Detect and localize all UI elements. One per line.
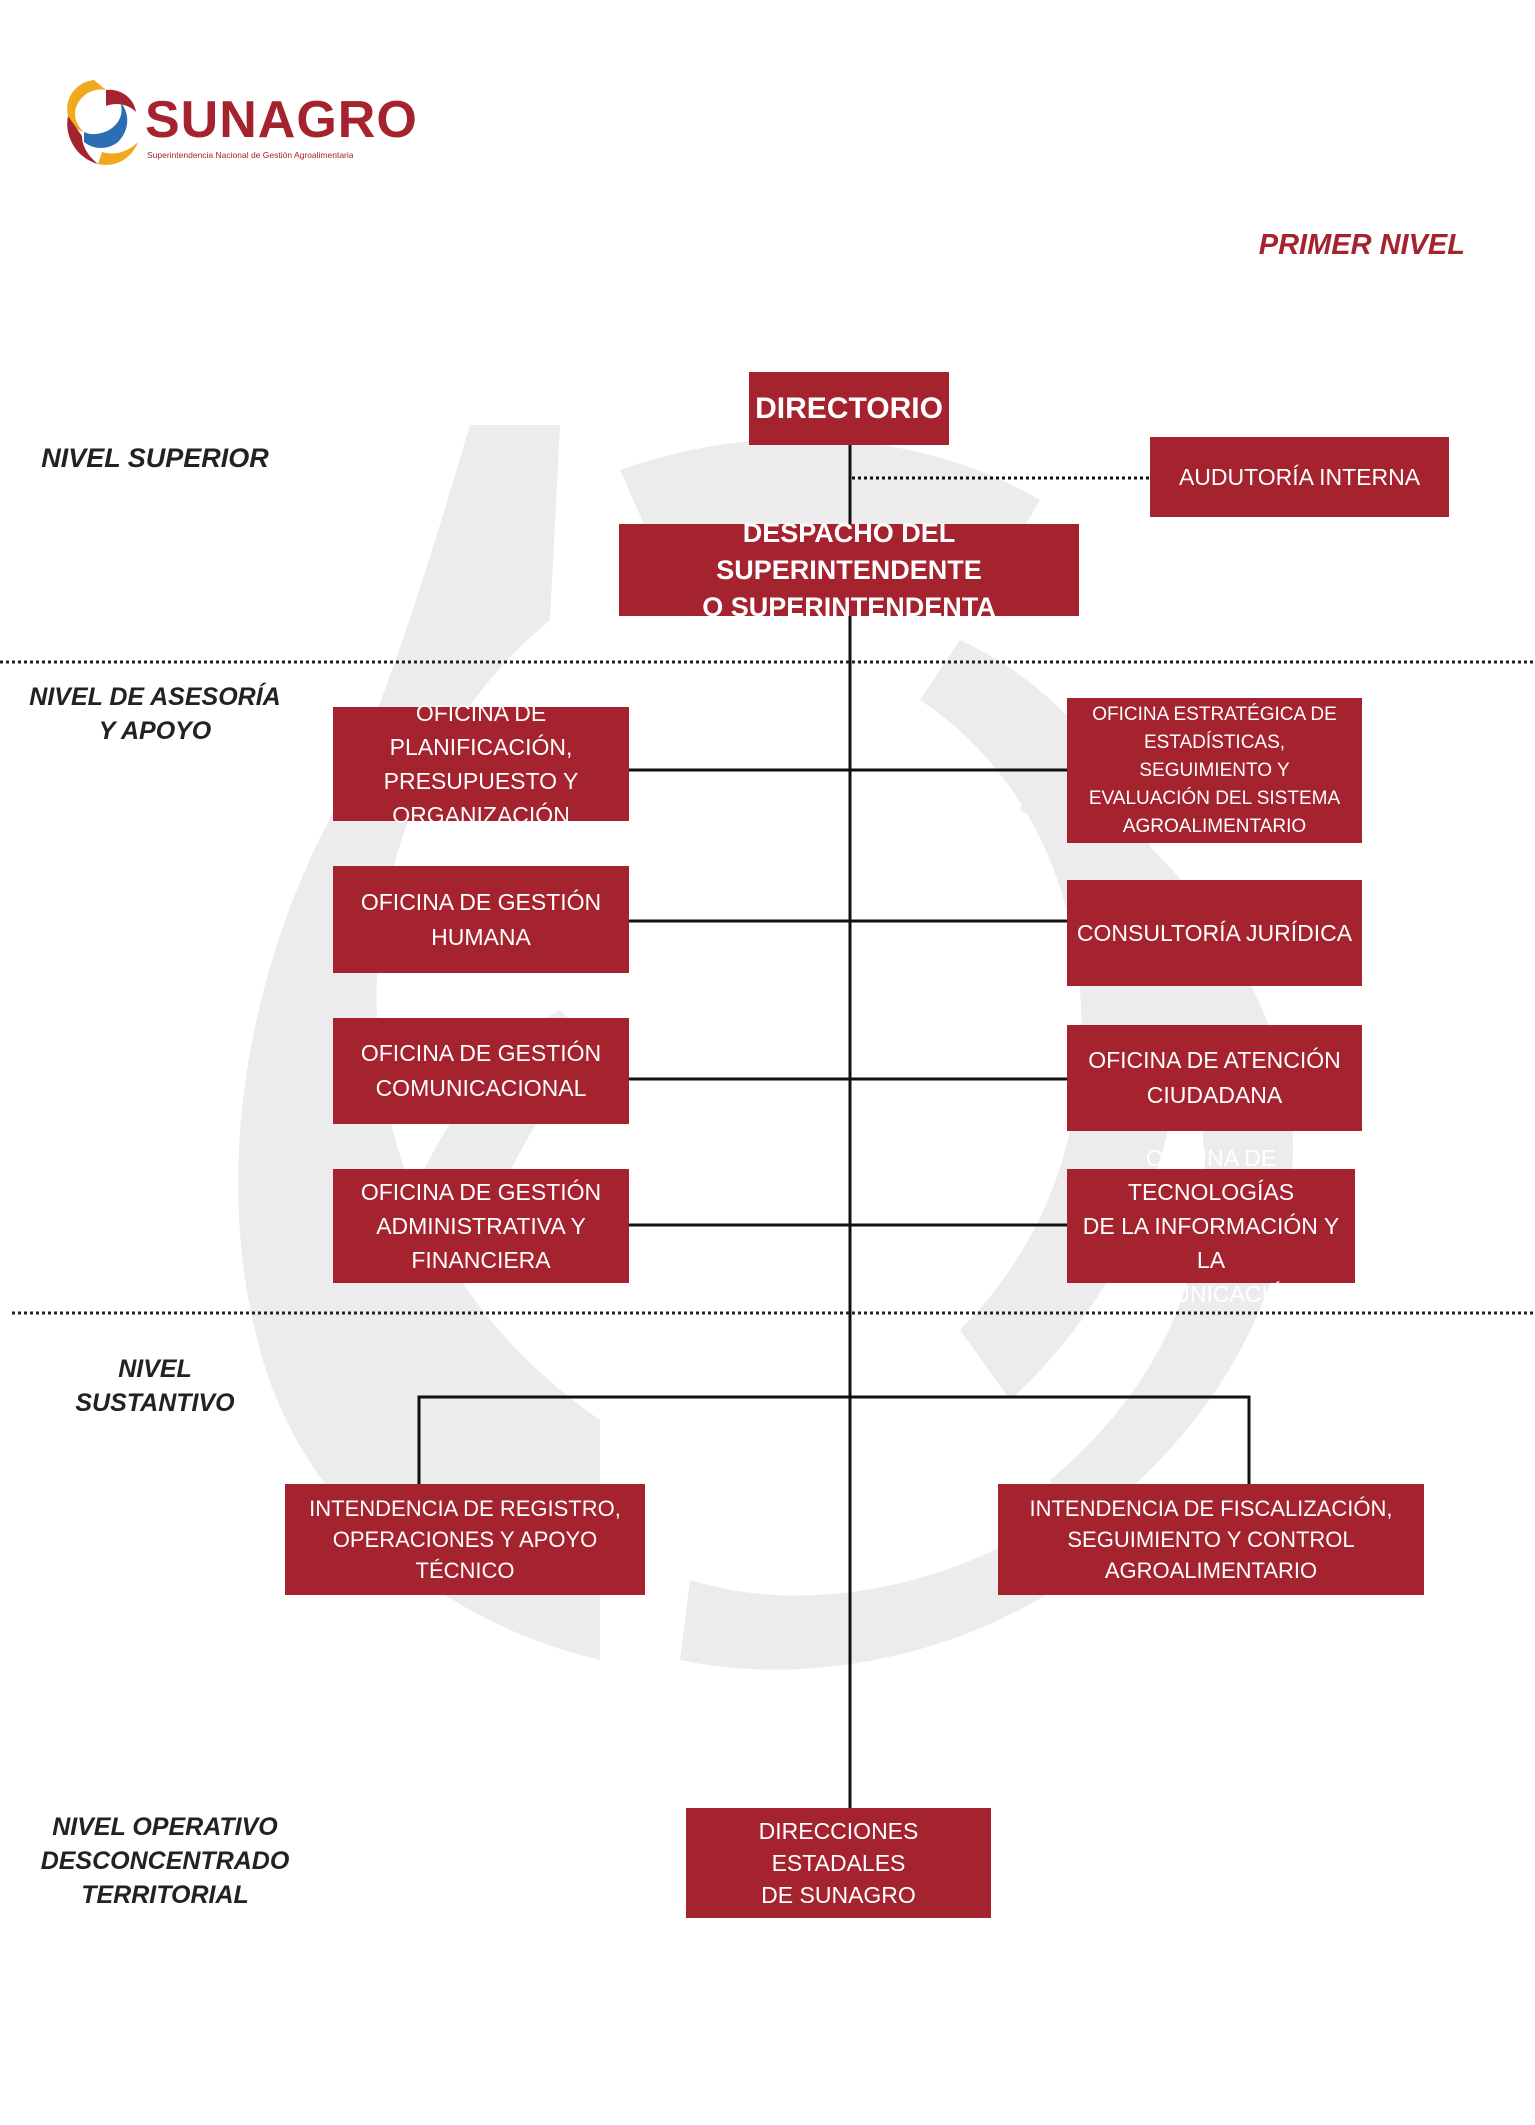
level-superior-text: NIVEL SUPERIOR xyxy=(41,443,269,473)
sunagro-logo: SUNAGRO Superintendencia Nacional de Ges… xyxy=(58,72,417,182)
unit-comunicacional-line1: OFICINA DE GESTIÓN xyxy=(360,1040,602,1066)
unit-administrativa-line3: FINANCIERA xyxy=(411,1247,551,1273)
logo-name: SUNAGRO xyxy=(145,91,418,149)
unit-registro-line1: INTENDENCIA DE REGISTRO, xyxy=(309,1496,621,1521)
unit-fiscalizacion-line3: AGROALIMENTARIO xyxy=(1104,1558,1318,1583)
unit-directorio: DIRECTORIO xyxy=(749,372,949,445)
unit-auditoria-interna: AUDUTORÍA INTERNA xyxy=(1150,437,1449,517)
unit-direcciones-line2: DE SUNAGRO xyxy=(761,1882,916,1908)
unit-directorio-label: DIRECTORIO xyxy=(755,391,943,425)
unit-estrategica-line3: EVALUACIÓN DEL SISTEMA xyxy=(1088,787,1341,809)
unit-intendencia-registro: INTENDENCIA DE REGISTRO, OPERACIONES Y A… xyxy=(285,1484,645,1595)
unit-consultoria-juridica: CONSULTORÍA JURÍDICA xyxy=(1067,880,1362,986)
level-sustantivo-line1: NIVEL xyxy=(118,1355,192,1383)
unit-administrativa-line2: ADMINISTRATIVA Y xyxy=(376,1213,586,1239)
unit-tecnologias-line2: DE LA INFORMACIÓN Y LA xyxy=(1082,1213,1340,1273)
unit-estrategica-line4: AGROALIMENTARIO xyxy=(1122,815,1307,837)
level-operativo-line2: DESCONCENTRADO xyxy=(40,1847,290,1875)
level-operativo-line3: TERRITORIAL xyxy=(81,1881,249,1909)
unit-auditoria-label: AUDUTORÍA INTERNA xyxy=(1178,463,1421,490)
level-asesoria: NIVEL DE ASESORÍA Y APOYO xyxy=(20,680,290,748)
unit-planificacion: OFICINA DE PLANIFICACIÓN, PRESUPUESTO Y … xyxy=(333,700,629,828)
level-operativo-line1: NIVEL OPERATIVO xyxy=(52,1813,278,1841)
unit-gestion-humana-line1: OFICINA DE GESTIÓN xyxy=(360,888,602,915)
unit-registro-line2: OPERACIONES Y APOYO TÉCNICO xyxy=(332,1527,598,1583)
primer-nivel-label: PRIMER NIVEL xyxy=(1258,229,1465,261)
unit-gestion-comunicacional: OFICINA DE GESTIÓN COMUNICACIONAL xyxy=(333,1018,629,1124)
unit-fiscalizacion-line2: SEGUIMIENTO Y CONTROL xyxy=(1067,1527,1355,1552)
unit-despacho: DESPACHO DEL SUPERINTENDENTE O SUPERINTE… xyxy=(619,518,1079,622)
sunagro-swirl-icon xyxy=(67,80,138,165)
unit-planificacion-line3: ORGANIZACIÓN xyxy=(392,802,570,828)
unit-direcciones-line1: DIRECCIONES ESTADALES xyxy=(758,1818,919,1876)
unit-gestion-humana-line2: HUMANA xyxy=(431,923,531,950)
unit-tecnologias-line3: COMUNICACIÓN xyxy=(1119,1281,1303,1307)
level-sustantivo: NIVEL SUSTANTIVO xyxy=(20,1352,290,1420)
logo-subtitle: Superintendencia Nacional de Gestión Agr… xyxy=(147,150,354,160)
unit-oficina-estrategica: OFICINA ESTRATÉGICA DE ESTADÍSTICAS, SEG… xyxy=(1067,698,1362,843)
unit-gestion-humana: OFICINA DE GESTIÓN HUMANA xyxy=(333,866,629,973)
unit-gestion-administrativa: OFICINA DE GESTIÓN ADMINISTRATIVA Y FINA… xyxy=(333,1169,629,1283)
unit-administrativa-line1: OFICINA DE GESTIÓN xyxy=(360,1179,602,1205)
unit-atencion-line1: OFICINA DE ATENCIÓN xyxy=(1088,1047,1341,1073)
unit-consultoria-label: CONSULTORÍA JURÍDICA xyxy=(1076,919,1353,946)
unit-despacho-line1: DESPACHO DEL SUPERINTENDENTE xyxy=(716,517,982,585)
unit-planificacion-line2: PRESUPUESTO Y xyxy=(383,768,579,794)
unit-atencion-ciudadana: OFICINA DE ATENCIÓN CIUDADANA xyxy=(1067,1025,1362,1131)
unit-estrategica-line2: ESTADÍSTICAS, SEGUIMIENTO Y xyxy=(1139,731,1290,781)
level-asesoria-line2: Y APOYO xyxy=(98,717,212,745)
level-operativo: NIVEL OPERATIVO DESCONCENTRADO TERRITORI… xyxy=(30,1810,300,1912)
unit-despacho-line2: O SUPERINTENDENTA xyxy=(702,591,996,622)
level-superior: NIVEL SUPERIOR xyxy=(30,441,280,475)
unit-planificacion-line1: OFICINA DE PLANIFICACIÓN, xyxy=(389,700,573,760)
unit-atencion-line2: CIUDADANA xyxy=(1146,1082,1283,1108)
level-asesoria-line1: NIVEL DE ASESORÍA xyxy=(29,683,281,711)
unit-estrategica-line1: OFICINA ESTRATÉGICA DE xyxy=(1092,703,1337,725)
unit-fiscalizacion-line1: INTENDENCIA DE FISCALIZACIÓN, xyxy=(1029,1496,1393,1521)
unit-intendencia-fiscalizacion: INTENDENCIA DE FISCALIZACIÓN, SEGUIMIENT… xyxy=(998,1484,1424,1595)
unit-comunicacional-line2: COMUNICACIONAL xyxy=(375,1075,587,1101)
unit-direcciones-estadales: DIRECCIONES ESTADALES DE SUNAGRO xyxy=(686,1808,991,1918)
unit-tecnologias-line1: OFICINA DE TECNOLOGÍAS xyxy=(1127,1145,1295,1205)
unit-tecnologias: OFICINA DE TECNOLOGÍAS DE LA INFORMACIÓN… xyxy=(1067,1145,1355,1307)
level-sustantivo-line2: SUSTANTIVO xyxy=(75,1389,235,1417)
